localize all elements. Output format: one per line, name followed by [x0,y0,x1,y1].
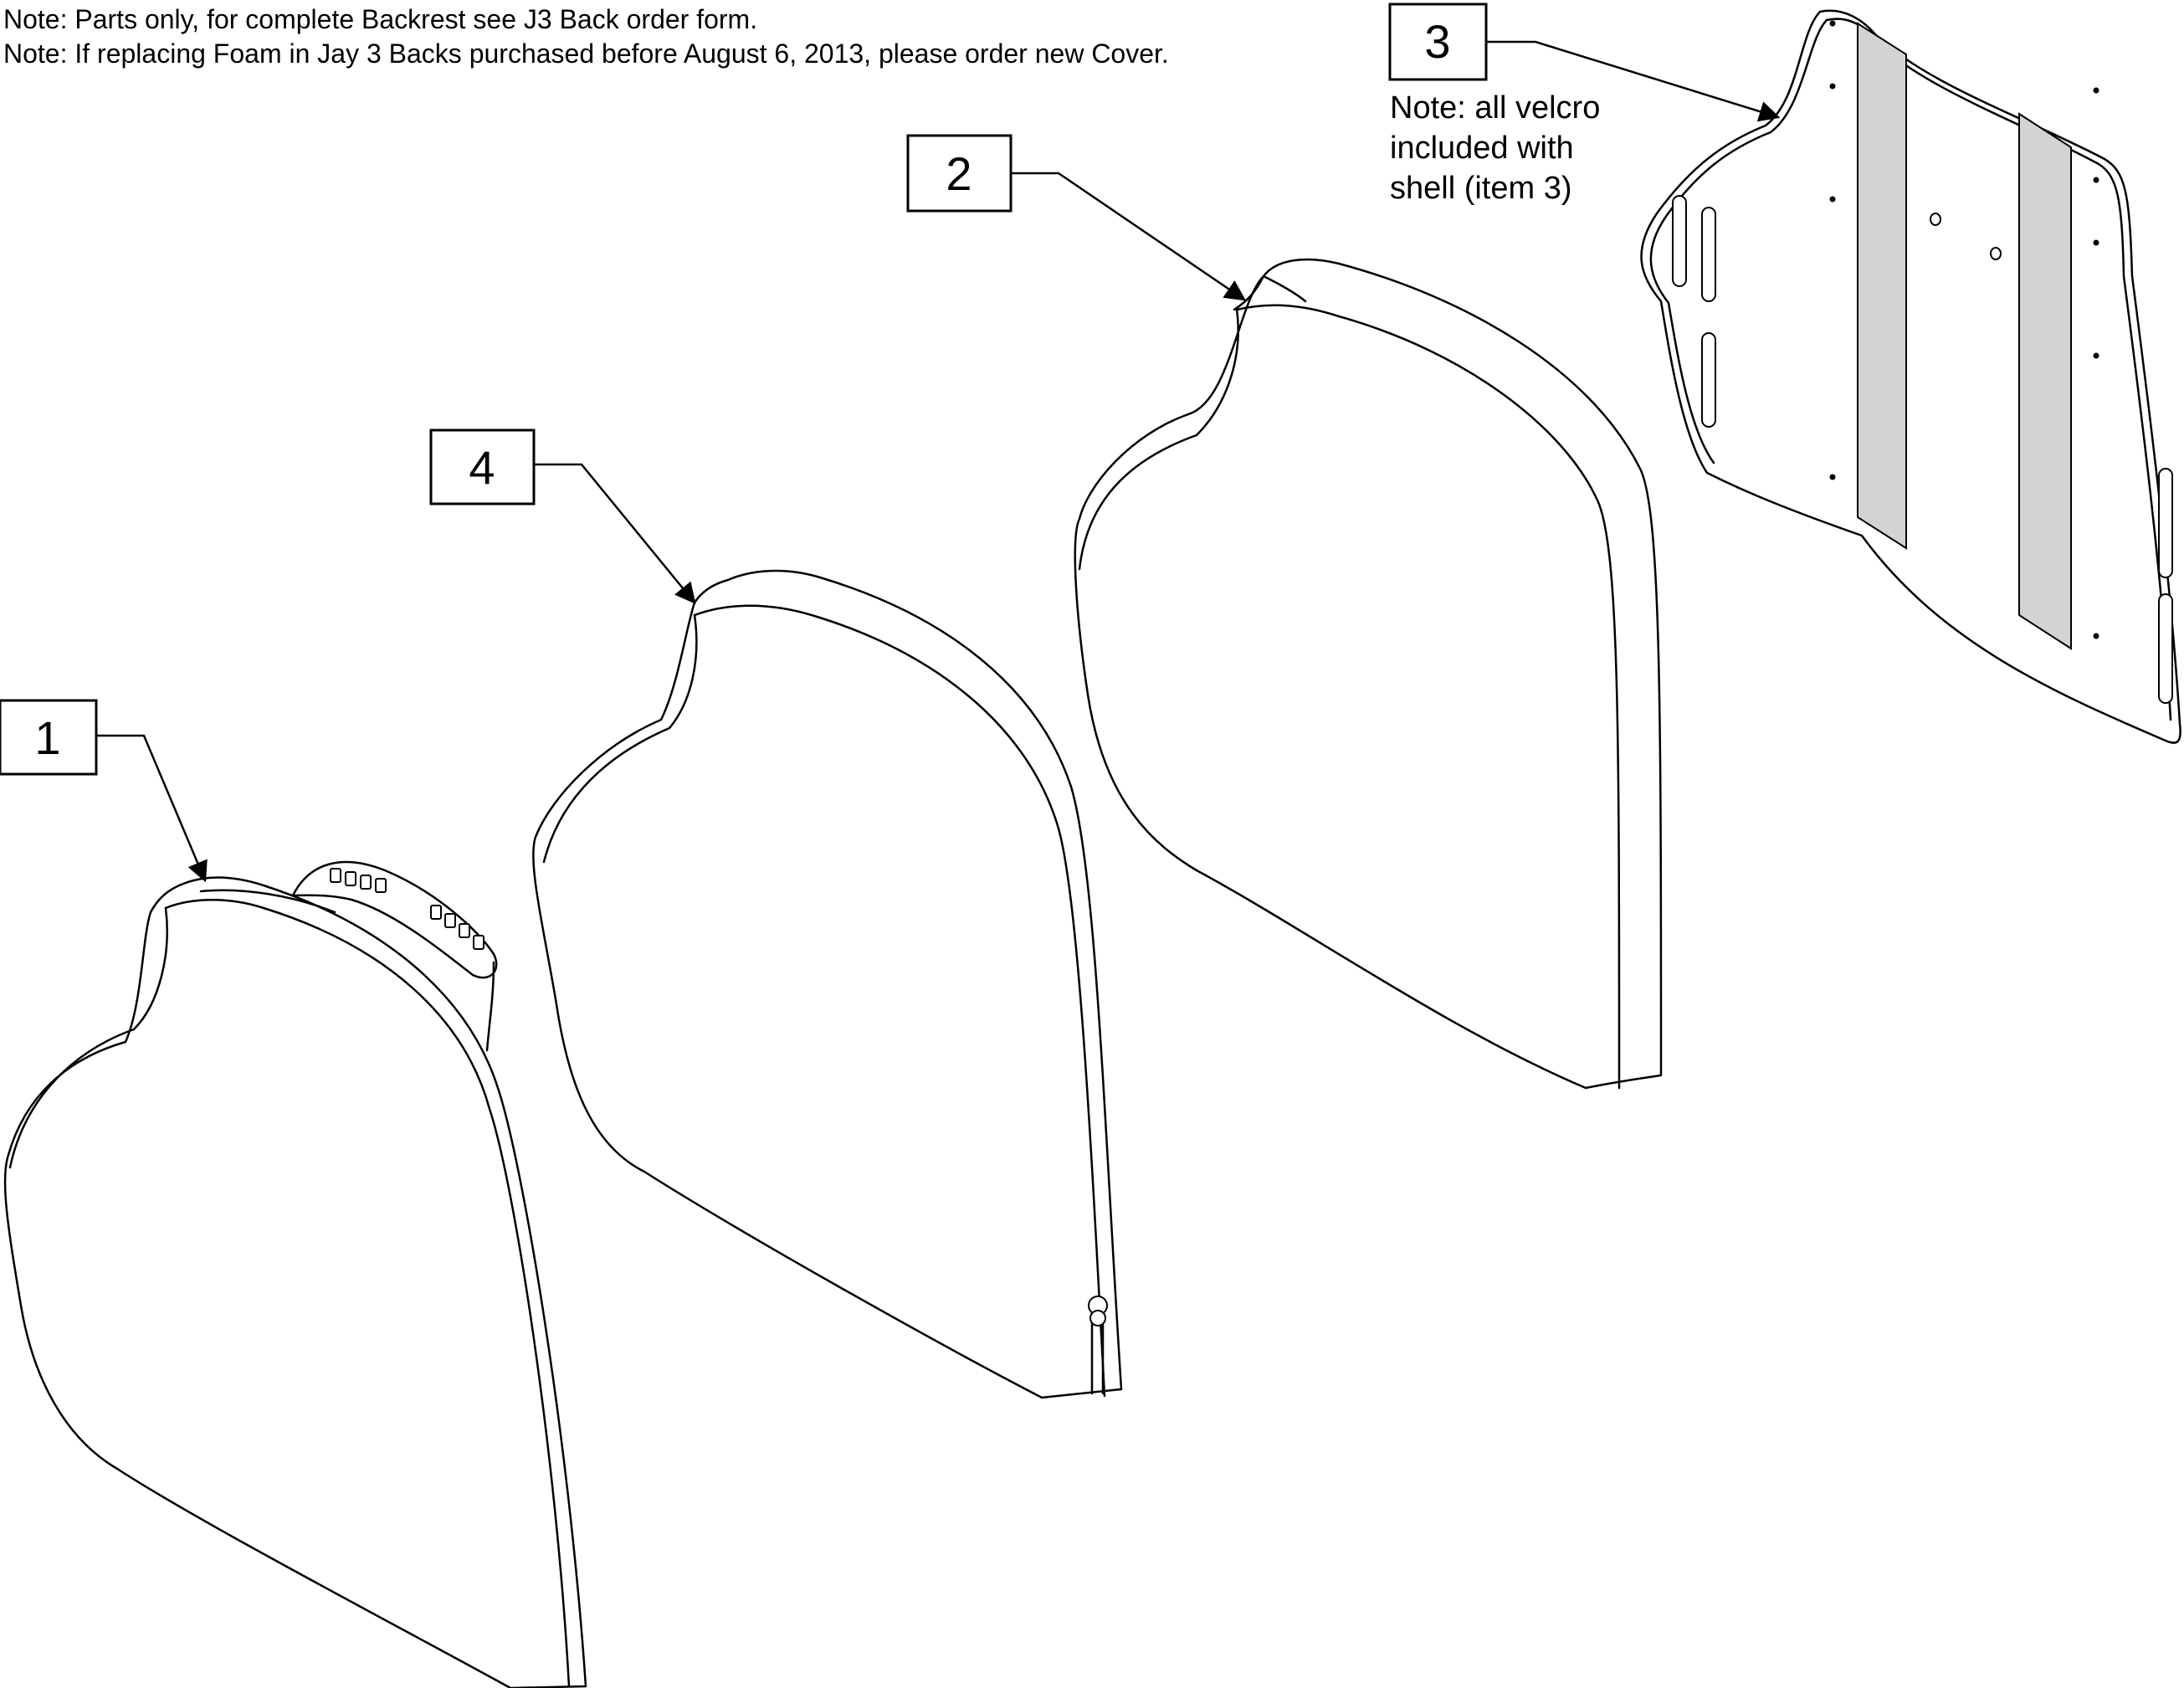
shell-note-line-2: included with [1390,131,1574,166]
backrest-item-1 [3,860,587,1688]
callout-4: 4 [429,428,696,604]
callout-4-label: 4 [469,441,495,494]
callout-2: 2 [906,134,1247,301]
foam-item-2 [1074,258,1663,1090]
shell-hole [1930,213,1941,226]
callout-1: 1 [0,699,208,883]
shell-slot [1701,332,1716,428]
shell-note-line-1: Note: all velcro [1390,90,1600,126]
shell-hole [2093,177,2099,183]
carry-handle [291,860,498,1052]
shell-hole [1829,474,1836,480]
shell-hole [1829,196,1836,203]
shell-slot [2158,468,2173,578]
shell-note-line-3: shell (item 3) [1390,171,1572,206]
velcro-strip-left [1857,22,1907,550]
note-foam-replacement: Note: If replacing Foam in Jay 3 Backs p… [3,38,1169,69]
shell-hole [1829,83,1836,90]
callout-3-label: 3 [1424,15,1450,68]
shell-hole [2093,352,2099,359]
velcro-strip-right [2018,112,2072,650]
shell-slot [1672,195,1687,287]
callout-1-label: 1 [34,711,60,764]
shell-slot [1701,207,1716,302]
shell-hole [2093,633,2099,639]
cover-item-4 [532,569,1123,1399]
note-parts-only: Note: Parts only, for complete Backrest … [3,4,757,34]
callout-3: 3 [1388,3,1781,122]
zipper-pull [1088,1296,1108,1395]
shell-slot [2158,593,2173,704]
shell-hole [2093,87,2099,94]
shell-hole [1990,247,2002,260]
callout-2-label: 2 [946,147,972,200]
shell-hole [2093,239,2099,246]
shell-item-3 [1640,9,2181,744]
shell-hole [1829,20,1836,27]
